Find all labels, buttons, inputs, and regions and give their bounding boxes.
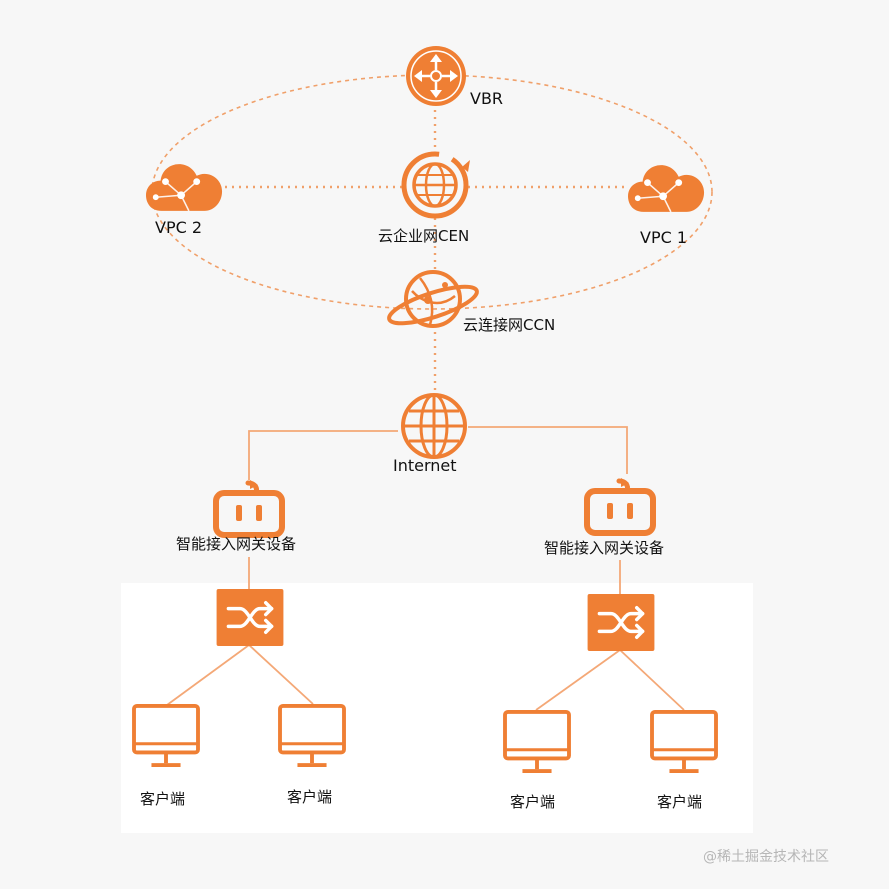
gateway-device-icon [216,480,282,535]
monitor-icon [503,710,571,774]
watermark: @稀土掘金技术社区 [703,849,829,865]
cloud-icon [628,164,705,213]
dotted-links [225,103,627,392]
cloud-icon [146,163,223,212]
monitor-icon [278,704,346,768]
link-switch-client-4 [619,649,685,711]
switch-icon [216,589,284,646]
vbr-label: VBR [470,89,504,108]
link-switch-client-1 [166,644,250,706]
gateway-right-label: 智能接入网关设备 [544,539,665,557]
client-label-3: 客户端 [510,793,556,811]
internet-label: Internet [393,456,457,475]
router-icon [406,46,466,106]
ccn-label: 云连接网CCN [463,316,556,334]
globe-ring-icon [401,151,470,219]
client-label-1: 客户端 [140,790,186,808]
switch-icon [587,594,655,651]
cen-label: 云企业网CEN [378,227,470,245]
client-label-2: 客户端 [287,788,333,806]
link-internet-gateway-left [248,430,398,480]
monitor-icon [650,710,718,774]
vpc2-label: VPC 2 [155,218,203,237]
gateway-left-label: 智能接入网关设备 [176,535,297,553]
client-label-4: 客户端 [657,793,703,811]
globe-icon [401,393,467,459]
gateway-device-icon [587,478,653,533]
link-internet-gateway-right [468,426,628,474]
orbit-globe-icon [387,270,479,328]
link-switch-client-3 [535,649,621,711]
link-switch-client-2 [248,644,314,705]
solid-links [166,426,685,711]
monitor-icon [132,704,200,768]
vpc1-label: VPC 1 [640,228,688,247]
